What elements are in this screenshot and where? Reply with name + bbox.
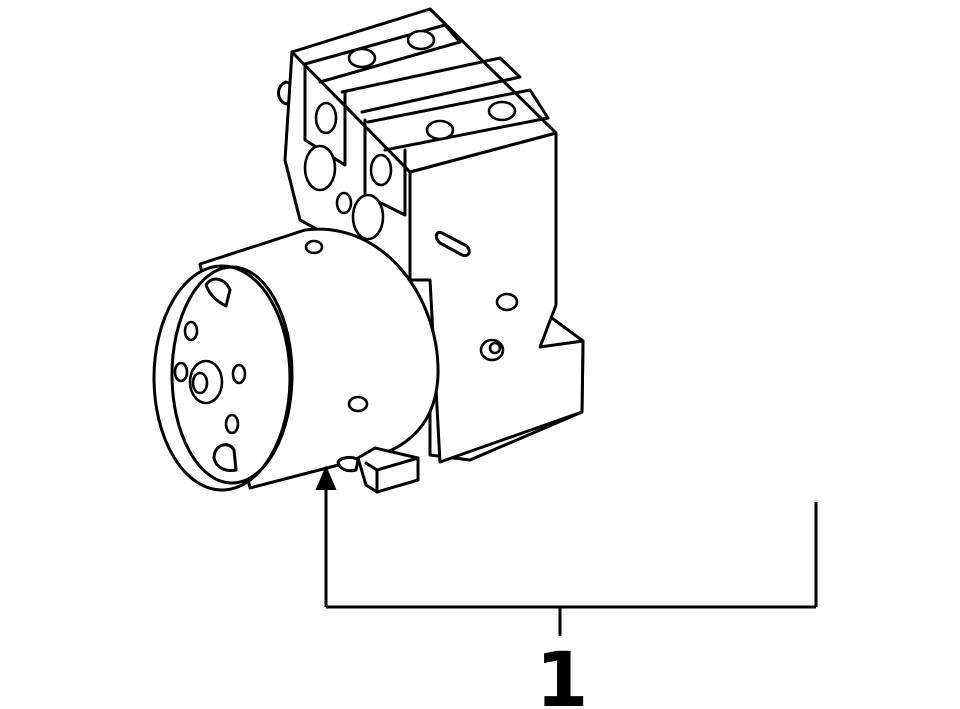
end-cap-notch-bottom [212, 443, 238, 472]
motor-end-cap-rim [170, 265, 294, 485]
motor-shaft [191, 371, 209, 395]
bleed-screw [434, 230, 471, 258]
motor-connector [356, 446, 420, 494]
connector-stub [336, 455, 360, 473]
side-boss-frame-2 [363, 118, 407, 217]
side-port-5 [335, 191, 353, 215]
top-ridge-2 [340, 56, 522, 114]
side-port-2 [369, 153, 393, 187]
top-port-2 [406, 29, 436, 51]
right-port-1 [495, 292, 519, 312]
can-hole-2 [347, 395, 369, 413]
end-cap-notch-top [204, 277, 232, 308]
motor-connector-edge [364, 456, 420, 494]
cap-hole-4 [224, 413, 240, 435]
part-number-label: 1 [536, 635, 589, 709]
top-port-1 [347, 47, 377, 69]
side-port-4 [351, 193, 385, 241]
can-hole-1 [304, 239, 324, 255]
cap-hole-2 [173, 361, 189, 383]
pump-motor [152, 227, 440, 494]
callout-bracket [315, 465, 818, 636]
top-port-4 [487, 100, 517, 122]
cap-hole-1 [183, 320, 199, 342]
block-right-face [408, 131, 585, 464]
top-ridge-1 [303, 23, 462, 84]
side-port-1 [314, 101, 338, 135]
top-port-3 [425, 119, 455, 141]
cap-hole-3 [231, 363, 247, 385]
top-ridge-3 [366, 88, 550, 152]
right-port-2-inner [488, 341, 502, 355]
side-port-3 [303, 144, 337, 192]
